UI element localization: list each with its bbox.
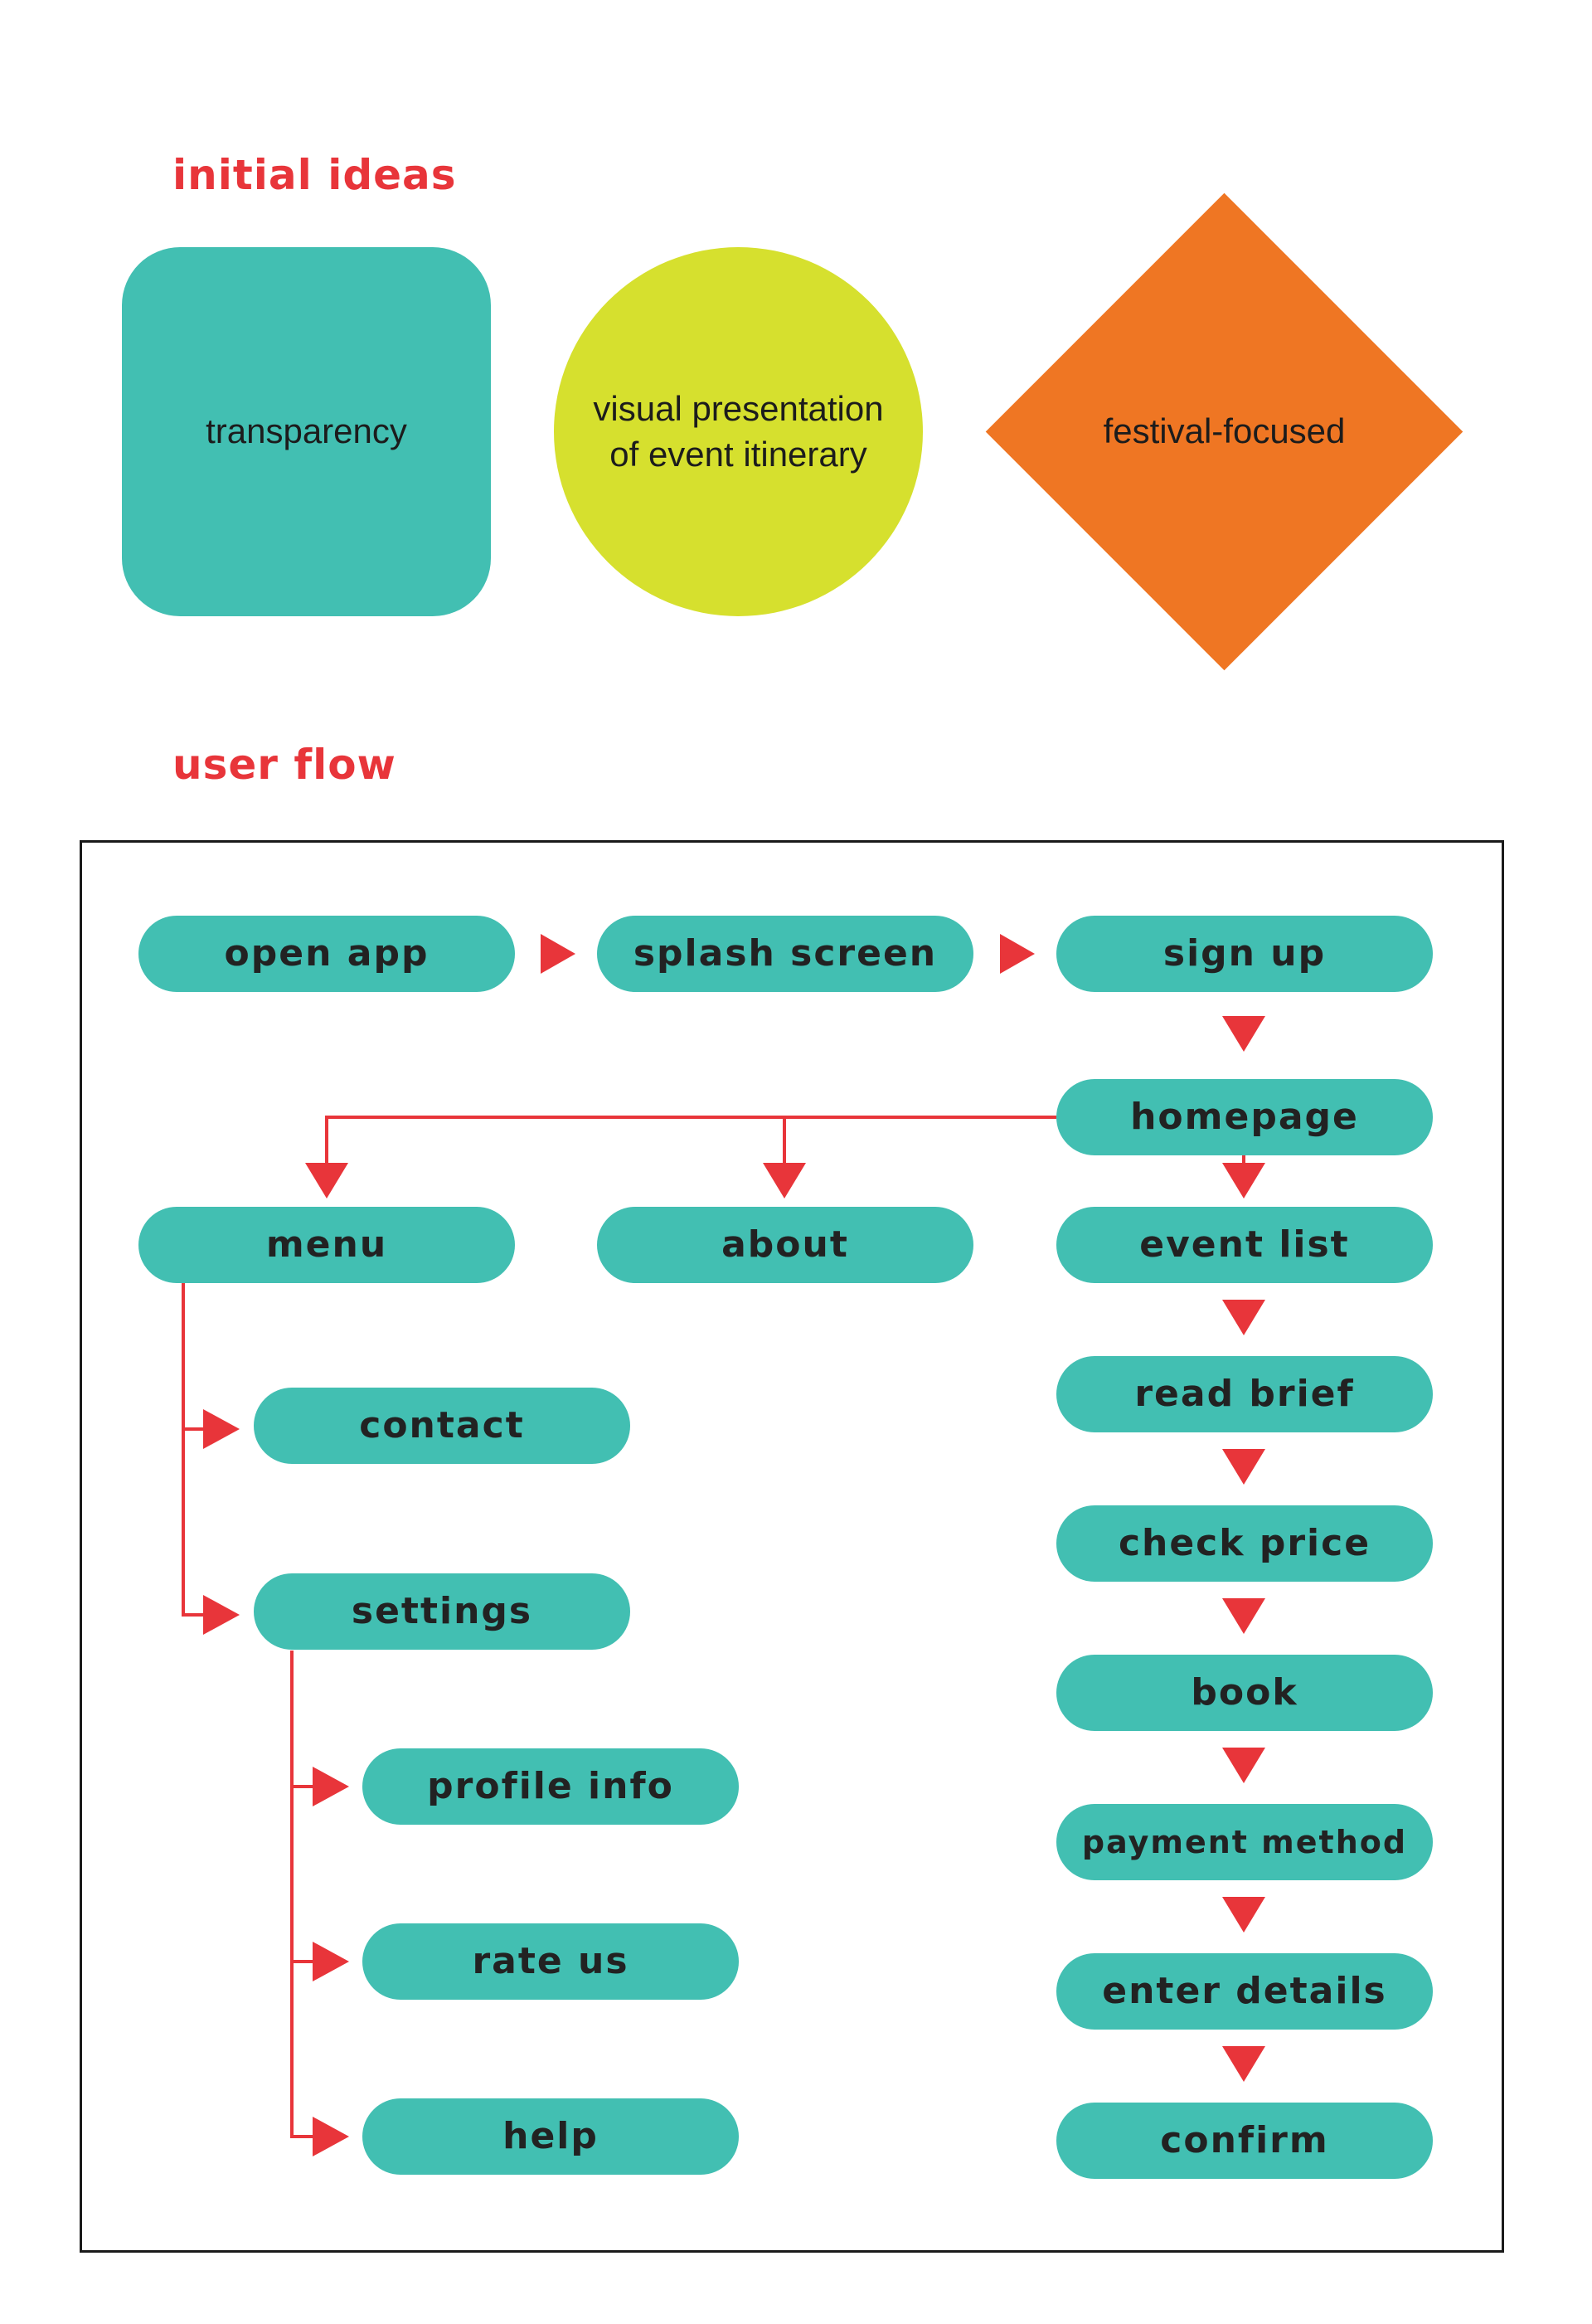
arrow-right-icon bbox=[313, 1942, 349, 1981]
node-check-price[interactable]: check price bbox=[1056, 1505, 1433, 1582]
initial-ideas-title: initial ideas bbox=[172, 151, 457, 199]
idea-circle-label: visual presentation of event itinerary bbox=[593, 388, 884, 474]
idea-diamond-label: festival-focused bbox=[1103, 411, 1346, 451]
node-splash-screen[interactable]: splash screen bbox=[597, 916, 973, 992]
arrow-down-icon bbox=[1222, 1598, 1265, 1634]
arrow-right-icon bbox=[1000, 934, 1035, 974]
idea-square-label: transparency bbox=[206, 411, 407, 451]
arrow-down-icon bbox=[1222, 1897, 1265, 1933]
idea-square-transparency: transparency bbox=[122, 247, 491, 616]
arrow-down-icon bbox=[1222, 1016, 1265, 1052]
node-open-app[interactable]: open app bbox=[138, 916, 515, 992]
arrow-right-icon bbox=[313, 1767, 349, 1806]
arrow-right-icon bbox=[541, 934, 575, 974]
node-rate-us[interactable]: rate us bbox=[362, 1923, 739, 2000]
arrow-down-icon bbox=[1222, 1163, 1265, 1198]
arrow-down-icon bbox=[1222, 1300, 1265, 1335]
node-profile-info[interactable]: profile info bbox=[362, 1748, 739, 1825]
arrow-down-icon bbox=[1222, 1748, 1265, 1783]
node-contact[interactable]: contact bbox=[254, 1388, 630, 1464]
node-settings[interactable]: settings bbox=[254, 1573, 630, 1650]
node-about[interactable]: about bbox=[597, 1207, 973, 1283]
node-payment-method[interactable]: payment method bbox=[1056, 1804, 1433, 1880]
user-flow-title: user flow bbox=[172, 741, 396, 789]
node-read-brief[interactable]: read brief bbox=[1056, 1356, 1433, 1432]
idea-diamond-festival: festival-focused bbox=[985, 192, 1463, 671]
arrow-right-icon bbox=[203, 1595, 240, 1635]
arrow-down-icon bbox=[305, 1163, 348, 1198]
node-event-list[interactable]: event list bbox=[1056, 1207, 1433, 1283]
node-enter-details[interactable]: enter details bbox=[1056, 1953, 1433, 2030]
arrow-down-icon bbox=[1222, 1449, 1265, 1485]
idea-circle-itinerary: visual presentation of event itinerary bbox=[554, 247, 923, 616]
arrow-right-icon bbox=[203, 1409, 240, 1449]
node-help[interactable]: help bbox=[362, 2098, 739, 2175]
node-homepage[interactable]: homepage bbox=[1056, 1079, 1433, 1155]
arrow-right-icon bbox=[313, 2117, 349, 2156]
user-flow-frame bbox=[80, 840, 1504, 2253]
node-sign-up[interactable]: sign up bbox=[1056, 916, 1433, 992]
node-menu[interactable]: menu bbox=[138, 1207, 515, 1283]
arrow-down-icon bbox=[763, 1163, 806, 1198]
node-confirm[interactable]: confirm bbox=[1056, 2103, 1433, 2179]
arrow-down-icon bbox=[1222, 2046, 1265, 2082]
node-book[interactable]: book bbox=[1056, 1655, 1433, 1731]
